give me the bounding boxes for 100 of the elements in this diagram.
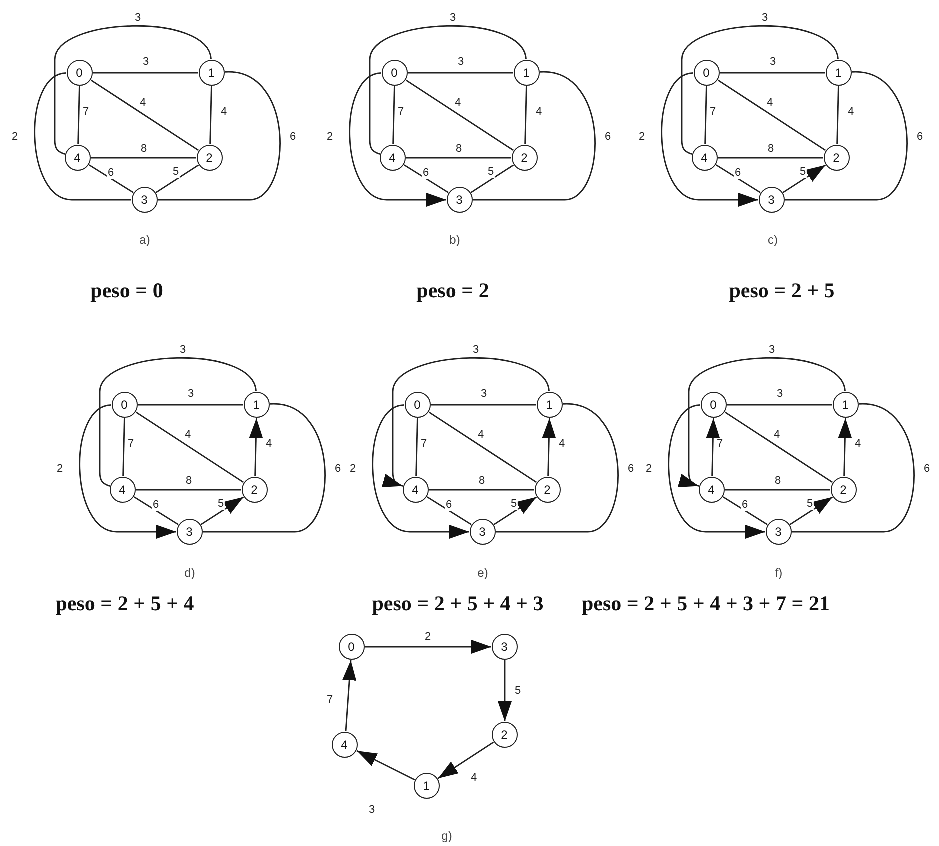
edge-label: 3 xyxy=(760,12,770,24)
edge-label: 3 xyxy=(472,344,480,356)
edge-label: 7 xyxy=(396,106,406,118)
arrow xyxy=(498,660,512,722)
edge-label: 2 xyxy=(10,131,20,143)
edge-label: 3 xyxy=(368,804,376,816)
edge-label: 4 xyxy=(470,772,478,784)
connector-line xyxy=(408,72,514,74)
edge-label: 3 xyxy=(178,344,188,356)
arrow xyxy=(342,660,357,732)
edge-label: 4 xyxy=(854,438,862,450)
connector-line xyxy=(369,26,527,155)
node-circle: 2 xyxy=(492,722,518,748)
node-circle: 4 xyxy=(380,144,406,170)
edge-label: 4 xyxy=(534,106,544,118)
node-circle: 4 xyxy=(692,144,718,170)
node-circle: 0 xyxy=(694,60,720,86)
weight-sum: peso = 2 + 5 + 4 xyxy=(56,592,194,616)
connector-line xyxy=(704,86,708,145)
node-circle: 0 xyxy=(112,392,138,418)
arrow xyxy=(372,404,470,539)
node-circle: 4 xyxy=(64,144,90,170)
connector-line xyxy=(392,86,396,145)
arrow xyxy=(438,742,494,780)
edge-label: 6 xyxy=(734,167,742,179)
node-circle: 1 xyxy=(826,60,852,86)
edge-label: 6 xyxy=(422,167,430,179)
connector-line xyxy=(470,164,514,194)
edge-label: 6 xyxy=(334,463,342,475)
node-circle: 2 xyxy=(242,476,268,502)
edge-label: 2 xyxy=(424,631,432,643)
connector-line xyxy=(122,418,126,477)
edge-label: 8 xyxy=(140,143,148,155)
arrow xyxy=(838,418,852,477)
connector-line xyxy=(138,404,244,406)
connector-line xyxy=(404,164,449,194)
connector-line xyxy=(720,72,826,74)
edge-label: 6 xyxy=(152,499,160,511)
node-circle: 0 xyxy=(382,60,408,86)
node-circle: 1 xyxy=(244,392,270,418)
edge-label: 3 xyxy=(776,388,784,400)
connector-line xyxy=(430,489,534,491)
edge-label: 8 xyxy=(774,475,782,487)
edge-label: 3 xyxy=(456,56,466,68)
edge-label: 5 xyxy=(798,166,808,178)
weight-sum: peso = 2 xyxy=(416,278,490,304)
connector-line xyxy=(681,26,839,155)
arrow xyxy=(790,496,834,526)
node-circle: 3 xyxy=(132,186,158,212)
node-circle: 2 xyxy=(830,476,856,502)
edge-label: 4 xyxy=(766,97,774,109)
connector-line xyxy=(718,157,824,159)
edge-label: 7 xyxy=(82,106,90,118)
node-circle: 2 xyxy=(534,476,560,502)
arrow xyxy=(782,164,826,194)
edge-label: 8 xyxy=(454,143,464,155)
connector-line xyxy=(432,404,536,406)
arrow xyxy=(200,496,244,526)
edge-label: 4 xyxy=(454,97,462,109)
arrow xyxy=(79,404,176,539)
connector-line xyxy=(406,157,512,159)
weight-sum: peso = 0 xyxy=(90,278,164,304)
edge-label: 8 xyxy=(184,475,194,487)
node-circle: 2 xyxy=(824,144,850,170)
node-circle: 3 xyxy=(470,518,496,544)
edge-label: 7 xyxy=(708,106,718,118)
connector-line xyxy=(136,412,244,484)
connector-line xyxy=(792,404,915,533)
edge-label: 4 xyxy=(772,429,782,441)
arrow xyxy=(678,358,846,487)
node-circle: 3 xyxy=(758,186,784,212)
node-circle: 1 xyxy=(514,60,540,86)
edge-label: 2 xyxy=(644,463,654,475)
connector-line xyxy=(158,72,281,201)
node-circle: 0 xyxy=(404,392,430,418)
edge-label: 5 xyxy=(486,166,496,178)
panel-letter: g) xyxy=(442,829,452,843)
edge-label: 4 xyxy=(138,97,148,109)
connector-line xyxy=(718,80,826,152)
connector-line xyxy=(204,404,326,533)
edge-label: 7 xyxy=(420,438,428,450)
edge-label: 4 xyxy=(184,429,192,441)
arrow xyxy=(349,72,446,207)
connector-line xyxy=(92,157,196,159)
edge-label: 3 xyxy=(768,56,778,68)
connector-line xyxy=(427,496,472,526)
arrow xyxy=(661,72,758,207)
connector-line xyxy=(524,86,528,145)
edge-label: 4 xyxy=(264,438,274,450)
weight-sum: peso = 2 + 5 + 4 + 3 + 7 = 21 xyxy=(582,592,830,616)
connector-line xyxy=(716,164,761,194)
connector-line xyxy=(54,26,212,155)
edge-label: 6 xyxy=(106,167,116,179)
edge-label: 4 xyxy=(476,429,486,441)
node-circle: 2 xyxy=(196,144,222,170)
edge-label: 8 xyxy=(478,475,486,487)
edge-label: 3 xyxy=(768,344,776,356)
connector-line xyxy=(474,72,596,201)
connector-line xyxy=(99,358,257,487)
node-circle: 0 xyxy=(66,60,92,86)
